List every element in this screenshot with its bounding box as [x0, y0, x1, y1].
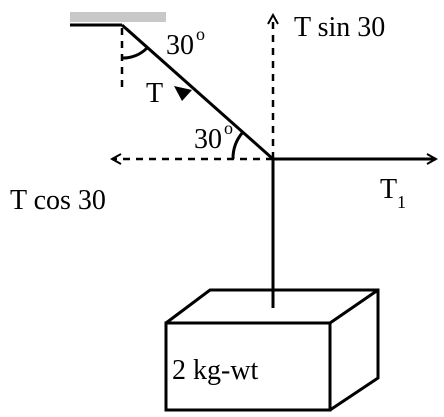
label-tension-t1: T	[380, 174, 397, 205]
label-t-sin-30: T sin 30	[294, 12, 385, 43]
label-tension-t: T	[146, 78, 163, 109]
ceiling-support	[70, 12, 166, 22]
angle-arc-junction	[231, 131, 245, 160]
label-angle-junction-degree: o	[224, 118, 233, 138]
label-angle-top-degree: o	[196, 24, 205, 44]
label-tension-t1-subscript: 1	[397, 192, 406, 212]
label-angle-junction: 30	[194, 124, 222, 155]
weight-block	[164, 288, 380, 412]
rope-tension-t	[121, 23, 274, 161]
label-t-cos-30: T cos 30	[10, 185, 106, 216]
angle-arc-top	[121, 46, 149, 60]
label-angle-top: 30	[166, 30, 194, 61]
label-block-weight: 2 kg-wt	[172, 355, 259, 386]
tension-t-arrow-icon	[174, 86, 192, 101]
